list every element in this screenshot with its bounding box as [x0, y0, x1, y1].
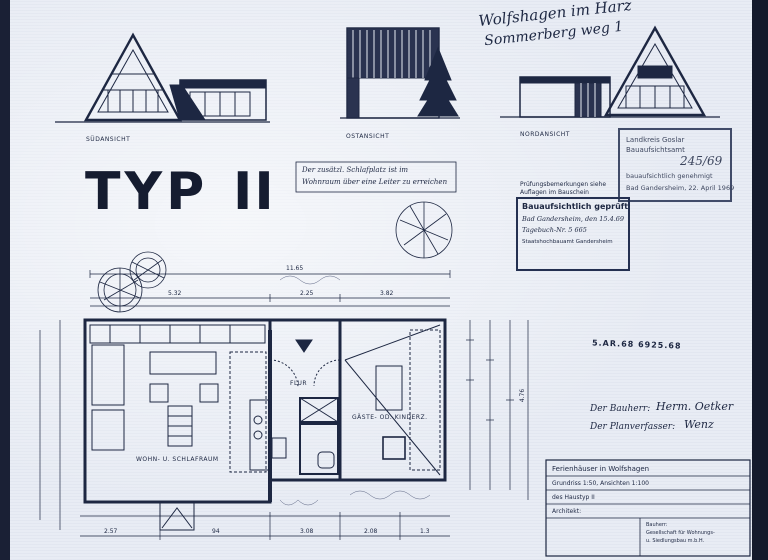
dim-382: 3.82	[380, 290, 394, 297]
scan-edge-left	[0, 0, 10, 560]
room-guest-label: GÄSTE- OD. KINDERZ.	[352, 414, 428, 421]
dim-bottom4: 2.08	[364, 528, 378, 535]
dim-476: 4.76	[519, 388, 527, 403]
dim-bottom5: 1.3	[420, 528, 430, 535]
south-elevation-label: SÜDANSICHT	[86, 136, 131, 143]
north-elevation	[500, 25, 720, 118]
check-stamp-title: Bauaufsichtlich geprüft	[522, 202, 629, 211]
note-line1: Der zusätzl. Schlafplatz ist im	[302, 166, 409, 174]
note-line2: Wohnraum über eine Leiter zu erreichen	[302, 178, 448, 186]
planner-signature: Wenz	[684, 418, 714, 431]
title-row3: des Haustyp II	[552, 494, 595, 501]
dimension-lines	[39, 270, 529, 540]
check-stamp-place-date: Bad Gandersheim, den 15.4.69	[522, 215, 625, 223]
east-elevation-label: OSTANSICHT	[346, 133, 390, 140]
tree-symbols	[97, 201, 453, 313]
check-stamp-header1: Prüfungsbemerkungen siehe	[520, 181, 607, 188]
owner-signature: Herm. Oetker	[656, 400, 734, 413]
dim-bottom3: 3.08	[300, 528, 314, 535]
dim-bottom2: 94	[212, 528, 220, 535]
note-box	[295, 161, 457, 193]
dim-225: 2.25	[300, 290, 314, 297]
title-company2: Gesellschaft für Wohnungs-	[646, 530, 715, 536]
floor-plan	[83, 275, 447, 531]
approval-stamp-line2: Bauaufsichtsamt	[626, 146, 685, 154]
south-elevation	[55, 32, 270, 123]
approval-stamp-line3: bauaufsichtlich genehmigt	[626, 172, 713, 180]
approval-stamp: Landkreis Goslar Bauaufsichtsamt 245/69 …	[618, 128, 735, 202]
title-row4-label: Architekt:	[552, 508, 582, 515]
approval-stamp-line4: Bad Gandersheim, 22. April 1969	[626, 184, 735, 192]
title-company1: Bauherr:	[646, 522, 668, 528]
title-company3: u. Siedlungsbau m.b.H.	[646, 538, 705, 544]
room-living-label: WOHN- U. SCHLAFRAUM	[136, 456, 219, 463]
approval-stamp-line1: Landkreis Goslar	[626, 136, 685, 144]
approval-stamp-reg-no: 245/69	[680, 154, 723, 168]
type-number: II	[233, 162, 276, 222]
scan-edge-right	[752, 0, 768, 560]
east-elevation	[340, 27, 460, 119]
check-stamp-office: Staatshochbauamt Gandersheim	[522, 239, 613, 245]
north-elevation-label: NORDANSICHT	[520, 131, 570, 138]
dim-overall: 11.65	[286, 265, 304, 272]
owner-label: Der Bauherr:	[590, 404, 651, 414]
check-stamp: Bauaufsichtlich geprüft Bad Gandersheim,…	[516, 197, 630, 271]
title-row2: Grundriss 1:50, Ansichten 1:100	[552, 480, 649, 487]
planner-label: Der Planverfasser:	[590, 422, 676, 432]
dim-532: 5.32	[168, 290, 182, 297]
title-block	[545, 459, 751, 557]
check-stamp-tagebuch: Tagebuch-Nr. 5 665	[522, 226, 587, 234]
room-hall-label: FLUR	[290, 380, 308, 387]
type-word: TYP	[85, 162, 209, 222]
title-row1: Ferienhäuser in Wolfshagen	[552, 465, 650, 473]
dim-bottom1: 2.57	[104, 528, 118, 535]
check-stamp-header2: Auflagen im Bauschein	[520, 189, 589, 196]
